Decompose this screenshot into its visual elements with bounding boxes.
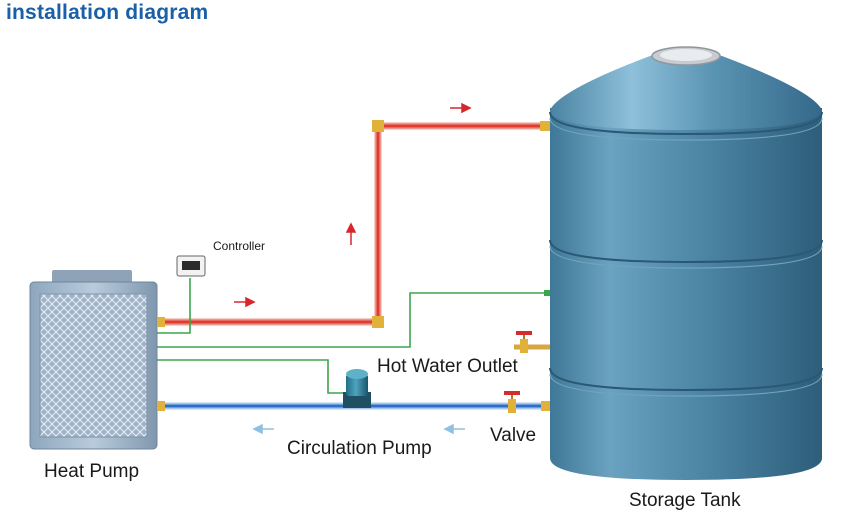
hot-water-pipe — [157, 120, 550, 328]
hot-water-outlet-label: Hot Water Outlet — [377, 356, 518, 377]
heat-pump-label: Heat Pump — [44, 461, 140, 482]
hot-water-outlet-valve-icon — [514, 331, 550, 353]
valve-icon — [504, 391, 520, 413]
storage-tank-icon — [549, 46, 823, 480]
storage-tank-label: Storage Tank — [629, 490, 741, 511]
flow-arrow-icon — [234, 102, 472, 435]
circulation-pump-icon — [343, 369, 371, 408]
heat-pump-icon — [29, 270, 158, 450]
circulation-pump-label: Circulation Pump — [287, 438, 432, 459]
valve-label: Valve — [490, 425, 537, 446]
controller-icon — [176, 255, 206, 277]
signal-wires — [157, 278, 590, 394]
diagram-title: installation diagram — [6, 1, 209, 24]
controller-label: Controller — [213, 239, 266, 253]
